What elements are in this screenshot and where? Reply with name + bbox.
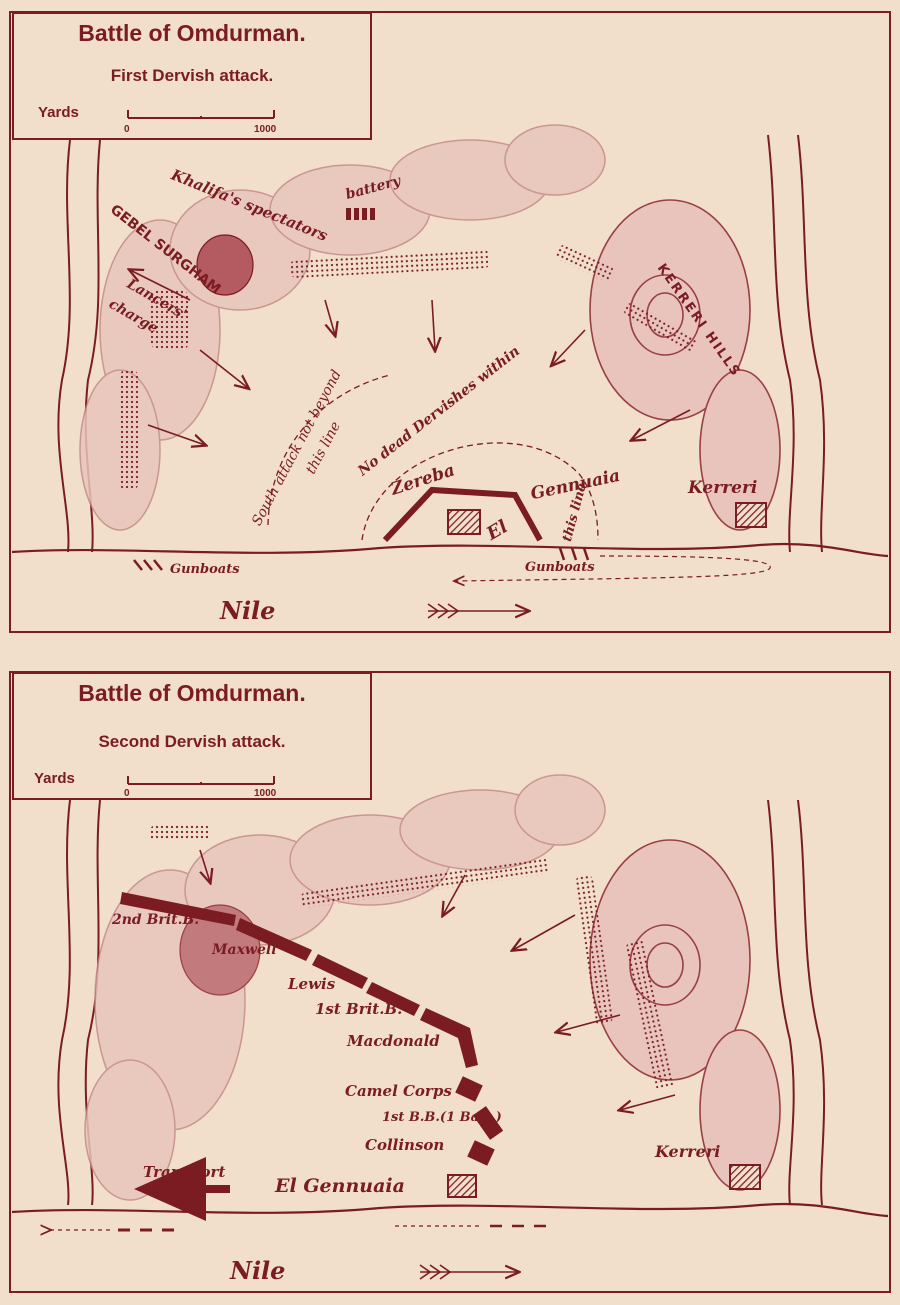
map2-kerreri-village <box>729 1164 761 1190</box>
map2-el-gennuaia-village <box>447 1174 477 1198</box>
map2-scale-bar <box>127 776 275 785</box>
map2-scale-unit: Yards <box>34 770 75 787</box>
map-second-attack: Battle of Omdurman. Second Dervish attac… <box>0 660 900 1305</box>
map2-frame <box>9 671 891 1293</box>
map2-brigade-line <box>120 892 504 1166</box>
map1-attack-arrows <box>130 270 691 445</box>
map1-scale-bar <box>127 110 275 119</box>
map2-label-maxwell: Maxwell <box>212 942 277 958</box>
map2-wadi-left <box>57 799 71 1206</box>
map2-river-flotilla <box>50 1226 546 1230</box>
map2-kerreri-hills <box>589 839 781 1191</box>
map2-label-macdonald: Macdonald <box>347 1032 440 1050</box>
map2-label-lewis: Lewis <box>288 975 336 993</box>
map2-label-brit1: 1st Brit.B. <box>315 1000 403 1018</box>
map2-scale-start: 0 <box>124 788 130 799</box>
map1-gunboats-right <box>558 547 590 561</box>
map1-south-limit-line <box>267 374 391 526</box>
map2-subtitle: Second Dervish attack. <box>98 732 286 751</box>
map2-wadi-right-inner <box>797 799 826 1206</box>
map1-scale-start: 0 <box>124 124 130 135</box>
map1-current-arrow <box>427 603 528 619</box>
map2-legend: Battle of Omdurman. Second Dervish attac… <box>12 672 372 800</box>
map2-label-bb1: 1st B.B.(1 Batt.) <box>382 1110 502 1125</box>
map2-scale-end: 1000 <box>254 788 277 799</box>
map1-river-bank <box>11 542 889 558</box>
map1-dervish-masses <box>120 245 696 490</box>
map1-legend: Battle of Omdurman. First Dervish attack… <box>12 12 372 140</box>
map1-subtitle: First Dervish attack. <box>110 66 274 85</box>
map1-label-gunboats-right: Gunboats <box>525 560 595 575</box>
map-first-attack-drawing <box>9 11 891 633</box>
map1-title: Battle of Omdurman. <box>78 20 306 46</box>
map1-gunboat-route <box>455 555 771 581</box>
map2-label-camel: Camel Corps <box>345 1082 452 1100</box>
map1-zereba <box>382 486 543 543</box>
map1-gunboats-left <box>133 559 163 571</box>
map1-gebel-summit <box>196 234 254 296</box>
map1-wadi-right-inner <box>797 134 826 553</box>
map-second-attack-drawing <box>9 671 891 1293</box>
map1-scale-unit: Yards <box>38 104 79 121</box>
map1-frame <box>9 11 891 633</box>
map1-kerreri-village <box>735 502 767 528</box>
map2-label-collinson: Collinson <box>365 1136 445 1154</box>
map1-kerreri-hills <box>589 199 781 531</box>
map1-no-dead-line <box>361 442 599 541</box>
map2-current-arrow <box>419 1264 518 1280</box>
map2-title: Battle of Omdurman. <box>78 680 306 706</box>
map2-label-kerreri: Kerreri <box>655 1142 721 1161</box>
map2-dervish-masses <box>150 825 675 1090</box>
map1-scale-end: 1000 <box>254 124 277 135</box>
map-first-attack: Battle of Omdurman. First Dervish attack… <box>0 0 900 640</box>
map2-wadi-right <box>767 799 795 1206</box>
map2-label-transport: Transport <box>143 1163 226 1181</box>
map1-el-gennuaia-village <box>447 509 481 535</box>
map2-label-nile: Nile <box>230 1256 286 1285</box>
map1-battery <box>346 208 375 220</box>
map2-label-brit2: 2nd Brit.B. <box>112 912 200 928</box>
map1-wadi-right <box>767 134 795 553</box>
map1-wadi-left <box>57 139 71 553</box>
map2-attack-arrows <box>200 849 676 1110</box>
map2-river-bank <box>11 1202 889 1218</box>
map1-label-nile: Nile <box>220 596 276 625</box>
map1-label-gunboats-left: Gunboats <box>170 562 240 577</box>
map2-label-gennuaia: El Gennuaia <box>275 1175 405 1197</box>
map1-label-kerreri: Kerreri <box>688 478 758 498</box>
